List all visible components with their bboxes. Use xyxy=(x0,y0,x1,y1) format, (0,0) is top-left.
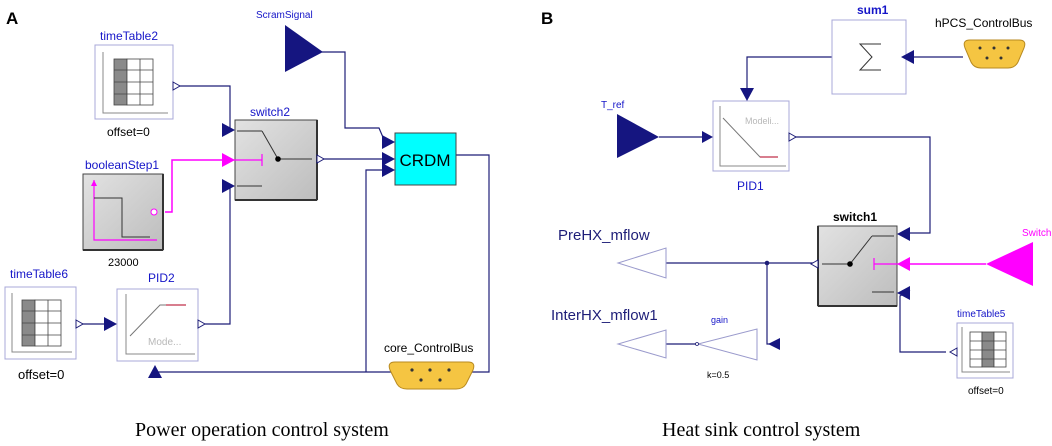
switch1-block[interactable]: switch1 xyxy=(809,210,910,307)
gain-block[interactable]: gain k=0.5 xyxy=(695,315,781,380)
panel-b-caption: Heat sink control system xyxy=(662,419,861,441)
sum1-label: sum1 xyxy=(857,3,889,17)
prehx-mflow-output[interactable]: PreHX_mflow xyxy=(558,227,667,279)
panel-a-letter: A xyxy=(6,9,18,28)
switch-input-label: Switch xyxy=(1022,228,1051,239)
boolean-step1-block[interactable]: booleanStep1 23000 xyxy=(82,158,164,269)
boolean-step1-param: 23000 xyxy=(108,257,139,269)
time-table2-param: offset=0 xyxy=(107,125,150,139)
boolean-step1-label: booleanStep1 xyxy=(85,158,159,172)
panel-b-letter: B xyxy=(541,9,553,28)
hpcs-control-bus[interactable]: hPCS_ControlBus xyxy=(935,16,1032,69)
time-table2-block[interactable]: timeTable2 offset=0 xyxy=(94,29,182,139)
panel-a-caption: Power operation control system xyxy=(135,419,389,441)
time-table6-label: timeTable6 xyxy=(10,267,68,281)
hpcs-control-bus-label: hPCS_ControlBus xyxy=(935,16,1032,30)
prehx-mflow-label: PreHX_mflow xyxy=(558,227,650,244)
pid2-label: PID2 xyxy=(148,271,175,285)
switch-input[interactable]: Switch xyxy=(986,228,1051,286)
crdm-block[interactable]: CRDM xyxy=(382,132,457,186)
interhx-mflow1-label: InterHX_mflow1 xyxy=(551,307,658,324)
time-table2-label: timeTable2 xyxy=(100,29,158,43)
t-ref-label: T_ref xyxy=(601,100,625,111)
pid1-label: PID1 xyxy=(737,179,764,193)
crdm-label: CRDM xyxy=(400,151,451,170)
time-table6-param: offset=0 xyxy=(18,367,64,382)
panel-b-wires xyxy=(659,56,986,353)
gain-label: gain xyxy=(711,315,728,325)
scram-signal-label: ScramSignal xyxy=(256,10,313,21)
switch1-label: switch1 xyxy=(833,210,877,224)
core-control-bus-label: core_ControlBus xyxy=(384,341,473,355)
pid2-inner-label: Mode... xyxy=(148,337,181,348)
sum1-block[interactable]: sum1 xyxy=(831,3,914,95)
time-table5-param: offset=0 xyxy=(968,386,1004,397)
switch2-label: switch2 xyxy=(250,105,290,119)
switch2-block[interactable]: switch2 xyxy=(222,105,326,201)
t-ref-input[interactable]: T_ref xyxy=(601,100,659,158)
pid1-inner-label: Modeli... xyxy=(745,116,779,126)
time-table6-block[interactable]: timeTable6 offset=0 xyxy=(4,267,85,382)
scram-signal-input[interactable]: ScramSignal xyxy=(256,10,323,72)
scram-signal-triangle xyxy=(285,25,323,72)
core-control-bus[interactable]: core_ControlBus xyxy=(384,341,475,390)
interhx-mflow1-output[interactable]: InterHX_mflow1 xyxy=(551,307,667,359)
time-table5-label: timeTable5 xyxy=(957,309,1006,320)
pid1-block[interactable]: Modeli... PID1 xyxy=(702,88,798,193)
pid2-block[interactable]: PID2 Mode... xyxy=(104,271,207,378)
junction-dot xyxy=(764,260,770,266)
time-table5-block[interactable]: timeTable5 offset=0 xyxy=(948,309,1014,397)
gain-param: k=0.5 xyxy=(707,370,729,380)
